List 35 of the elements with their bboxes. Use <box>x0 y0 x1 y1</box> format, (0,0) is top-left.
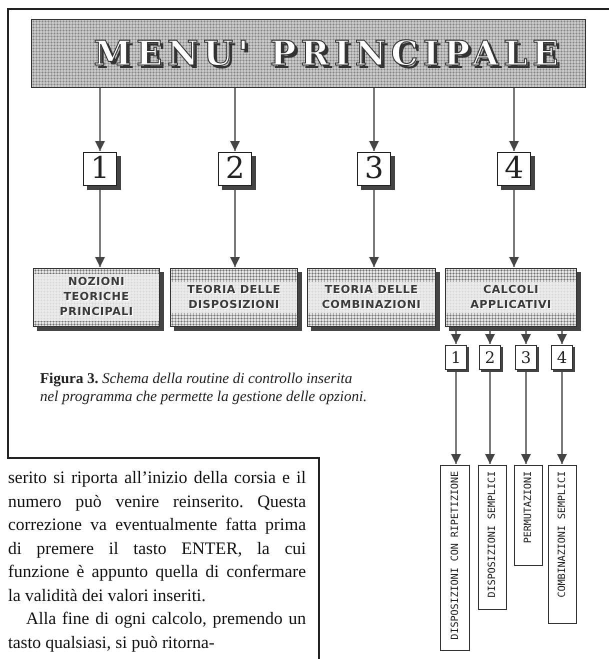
sub-option-label: PERMUTAZIONI <box>523 471 534 544</box>
category-label: CALCOLI APPLICATIVI <box>446 282 576 314</box>
option-number: 2 <box>225 154 245 184</box>
category-label: TEORIA DELLE DISPOSIZIONI <box>171 282 297 314</box>
option-number: 2 <box>484 350 496 366</box>
option-number: 1 <box>90 154 110 184</box>
sub-option-label: DISPOSIZIONI SEMPLICI <box>487 471 498 598</box>
arrow <box>521 370 531 464</box>
figure-caption: Figura 3. Schema della routine di controllo inserita nel programma che permette la gestione delle opzioni. <box>40 370 368 406</box>
option-number: 3 <box>520 350 532 366</box>
arrow <box>557 370 567 464</box>
arrow <box>95 88 105 151</box>
arrow <box>451 370 461 464</box>
sub-option-number-box <box>479 345 501 370</box>
body-paragraph: serito si riporta all’inizio della corsia e il numero può venire reinserito. Questa correzione va eventualmente fatta prima di premere il tasto ENTER, la cui funzione è appunto quella di confermare la validità dei valori inseriti. <box>8 466 306 606</box>
arrow <box>230 88 240 151</box>
arrow <box>369 88 379 151</box>
sub-option-label: DISPOSIZIONI CON RIPETIZIONE <box>450 471 460 640</box>
sub-option-label: COMBINAZIONI SEMPLICI <box>557 471 568 598</box>
sub-option-box <box>478 465 507 610</box>
sub-option-number-box <box>551 345 573 370</box>
category-label: NOZIONI TEORICHE PRINCIPALI <box>34 274 159 321</box>
body-paragraph: Alla fine di ogni calcolo, premendo un tasto qualsiasi, si può ritorna- <box>8 607 306 654</box>
sub-option-number-box <box>445 345 467 370</box>
sub-option-box <box>514 465 543 566</box>
option-number: 4 <box>556 350 568 366</box>
category-label: TEORIA DELLE COMBINAZIONI <box>308 282 435 314</box>
arrow <box>485 370 495 464</box>
option-number: 4 <box>504 154 524 184</box>
sub-option-box <box>548 465 577 624</box>
option-number: 1 <box>450 350 462 366</box>
arrow <box>509 88 519 151</box>
option-number: 3 <box>364 154 384 184</box>
sub-option-box <box>440 465 470 651</box>
sub-option-number-box <box>515 345 537 370</box>
